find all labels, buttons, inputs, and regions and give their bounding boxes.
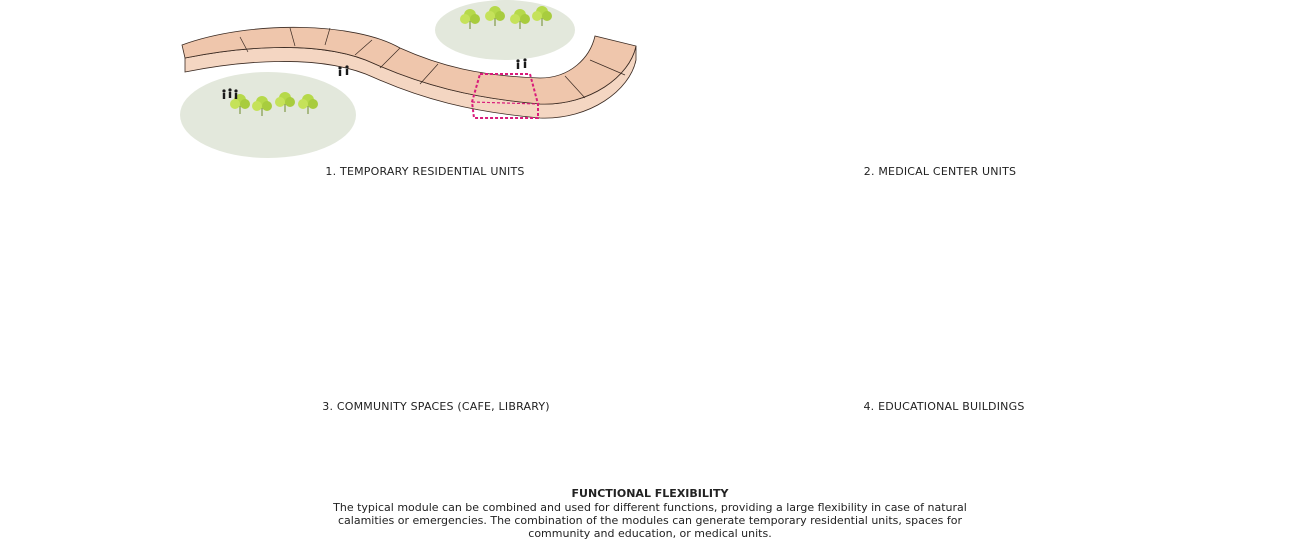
- summary-body: The typical module can be combined and u…: [333, 501, 967, 540]
- caption-educational-buildings: 4. EDUCATIONAL BUILDINGS: [863, 400, 1025, 413]
- caption-medical-center-units: 2. MEDICAL CENTER UNITS: [863, 165, 1017, 178]
- caption-residential-units: 1. TEMPORARY RESIDENTIAL UNITS: [325, 165, 525, 178]
- caption-community-spaces: 3. COMMUNITY SPACES (CAFE, LIBRARY): [322, 400, 550, 413]
- diagram-residential-units: [180, 0, 637, 158]
- module-band-top: [181, 26, 637, 105]
- green-area: [180, 72, 356, 158]
- summary-title: FUNCTIONAL FLEXIBILITY: [571, 487, 729, 500]
- summary-block: FUNCTIONAL FLEXIBILITY The typical modul…: [0, 487, 1300, 540]
- green-area: [435, 0, 575, 60]
